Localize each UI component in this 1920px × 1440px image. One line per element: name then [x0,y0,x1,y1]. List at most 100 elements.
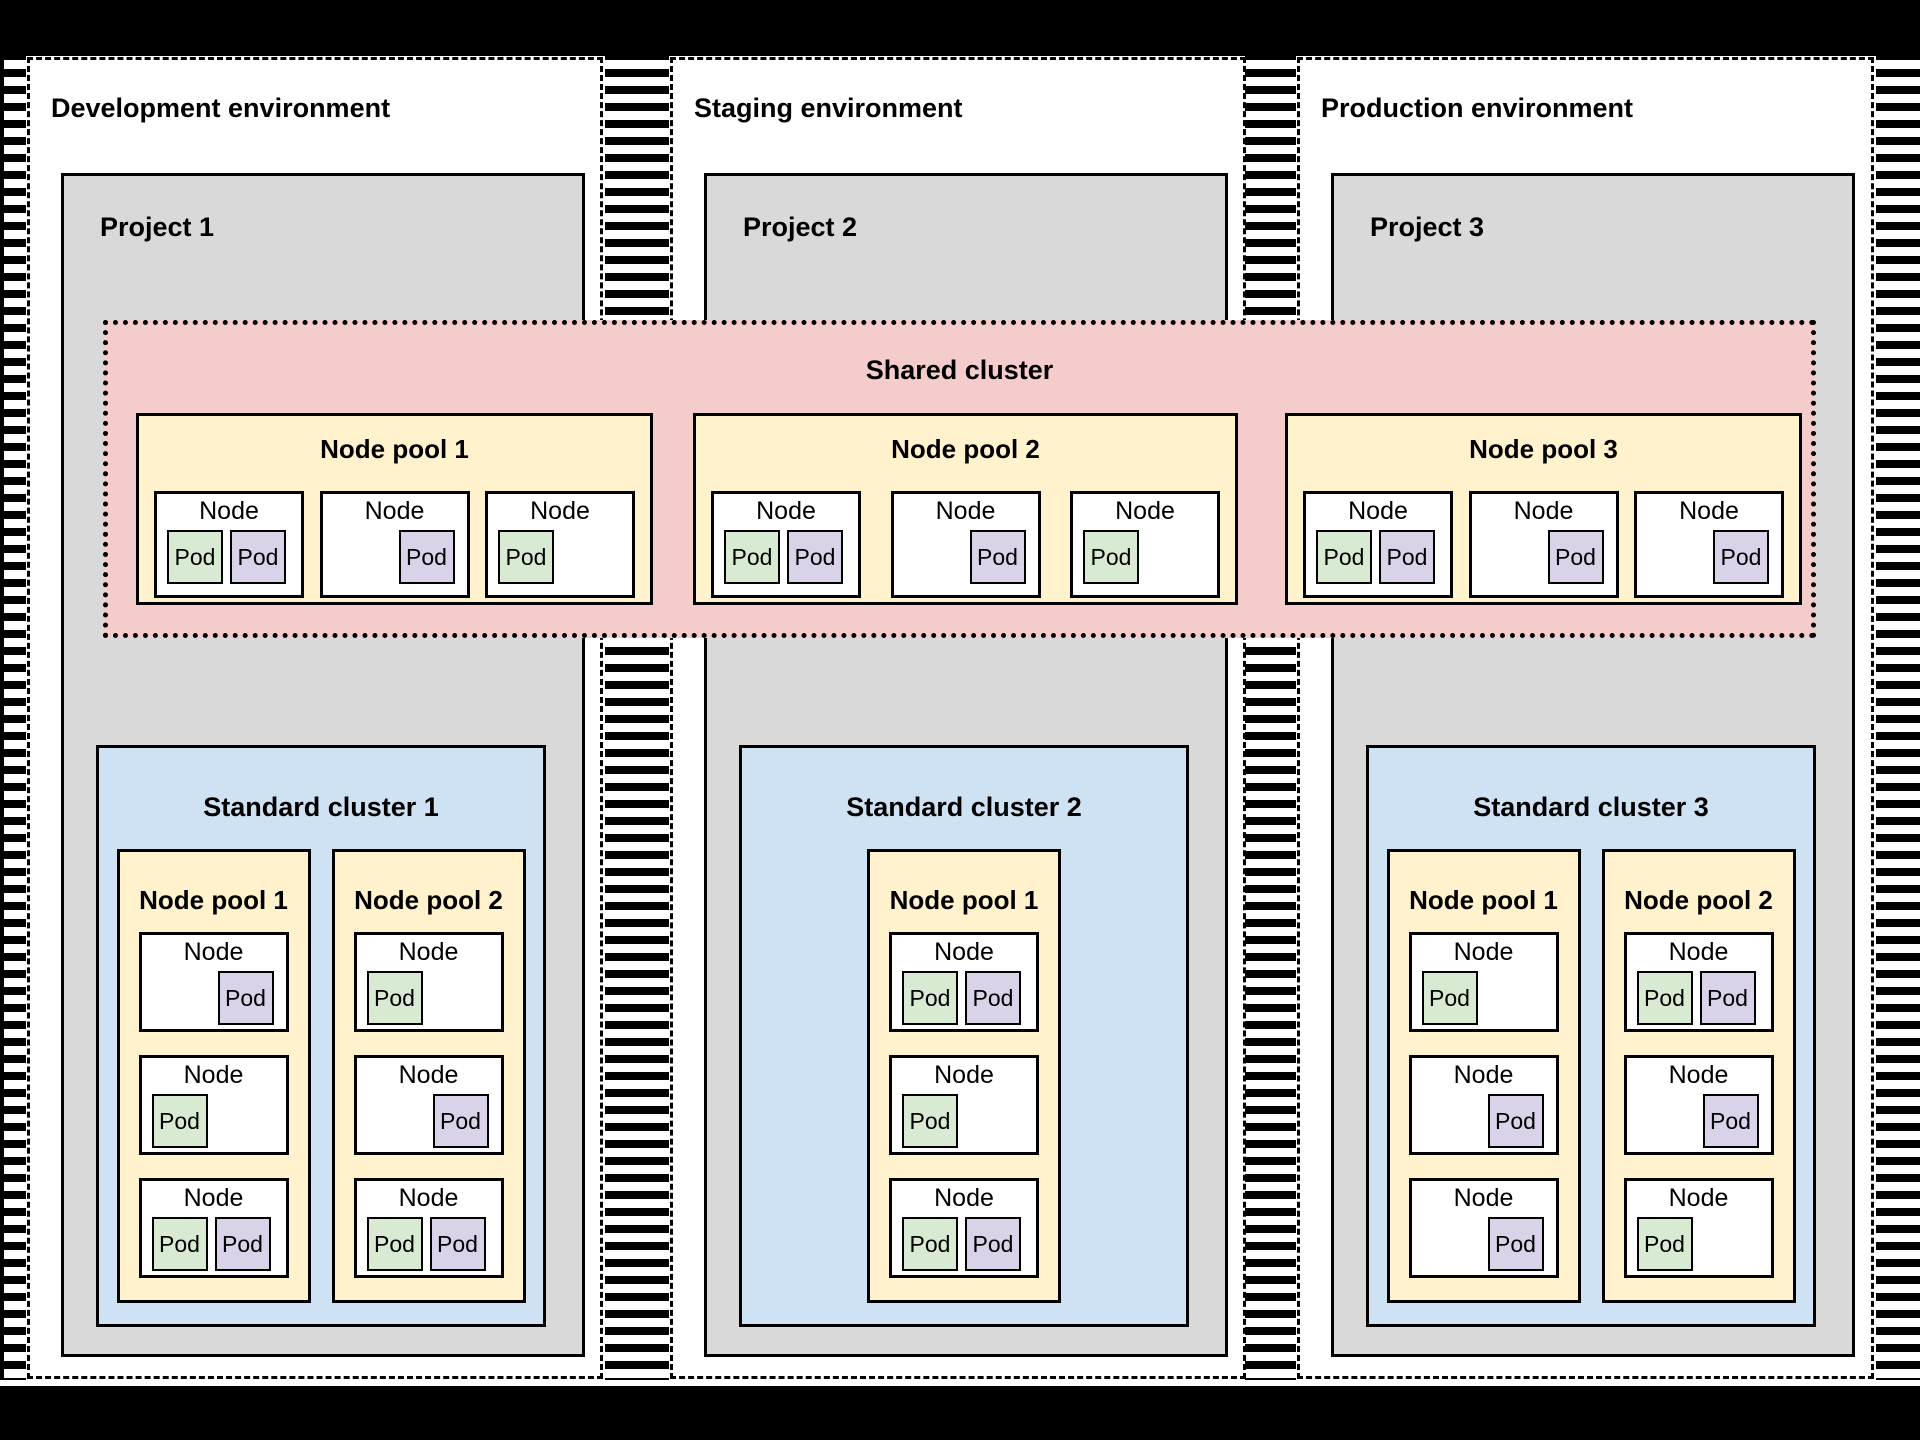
pod-list: Pod [1636,1217,1759,1271]
standard-cluster-title: Standard cluster 1 [203,792,439,822]
standard-cluster-title: Standard cluster 3 [1473,792,1709,822]
environment-column-production: Production environment Project 3 Standar… [1297,57,1874,1379]
node-label: Node [183,938,244,966]
node-label: Node [934,1061,994,1089]
node-pool-title: Node pool 3 [1469,434,1618,464]
pod-box: Pod [217,971,274,1025]
shared-cluster-title: Shared cluster [865,355,1054,385]
pod-box: Pod [432,1094,489,1148]
bottom-border-bar [0,1386,1920,1440]
node-pool-title: Node pool 1 [139,885,288,915]
node-pool-title: Node pool 1 [320,434,469,464]
node-label: Node [364,497,425,525]
pod-box: Pod [969,530,1026,584]
pod-list: Pod [904,530,1026,584]
pod-box: Pod [902,971,958,1025]
continuation-stripes-staging-prod [1245,52,1296,1380]
pod-box: Pod [1713,530,1769,584]
node-pool-title: Node pool 1 [889,885,1039,915]
pod-list: Pod [1482,530,1604,584]
node-label: Node [1115,497,1175,525]
environment-title: Development environment [51,93,391,123]
pod-box: Pod [1702,1094,1759,1148]
pod-box: Pod [366,1217,423,1271]
node-label: Node [183,1061,244,1089]
pod-list: Pod [1421,971,1544,1025]
pod-box: Pod [151,1094,208,1148]
node-label: Node [530,497,590,525]
pod-box: Pod [1421,971,1478,1025]
pod-box: Pod [151,1217,208,1271]
pod-box: Pod [965,1217,1021,1271]
node-label: Node [1453,1184,1514,1212]
pod-box: Pod [1487,1217,1544,1271]
node-label: Node [1668,938,1729,966]
pod-box: Pod [167,530,223,584]
continuation-stripes-dev-staging [605,52,669,1380]
pod-box: Pod [366,971,423,1025]
node-pool-title: Node pool 1 [1409,885,1558,915]
node-pool-title: Node pool 2 [891,434,1040,464]
pod-list: Pod [333,530,455,584]
node-label: Node [1348,497,1408,525]
node-label: Node [935,497,996,525]
pod-list: Pod [367,1094,489,1148]
node-label: Node [1668,1061,1729,1089]
node-label: Node [398,938,459,966]
continuation-stripes-right [1876,52,1920,1380]
standard-cluster-title: Standard cluster 2 [846,792,1082,822]
environment-column-development: Development environment Project 1 Standa… [27,57,603,1379]
node-label: Node [1679,497,1739,525]
pod-box: Pod [1699,971,1756,1025]
top-border-bar [0,0,1920,56]
project-title: Project 2 [743,212,858,242]
environment-column-staging: Staging environment Project 2 Standard c… [670,57,1246,1379]
project-box: Project 1 Standard cluster 1 Node pool 1… [61,173,585,1357]
project-title: Project 1 [100,212,215,242]
pod-box: Pod [1636,1217,1693,1271]
pod-box: Pod [902,1217,958,1271]
project-title: Project 3 [1370,212,1485,242]
pod-box: Pod [214,1217,271,1271]
pod-list: Pod [152,971,274,1025]
continuation-stripes-left [0,52,26,1380]
pod-box: Pod [1379,530,1435,584]
pod-list: Pod [366,971,489,1025]
